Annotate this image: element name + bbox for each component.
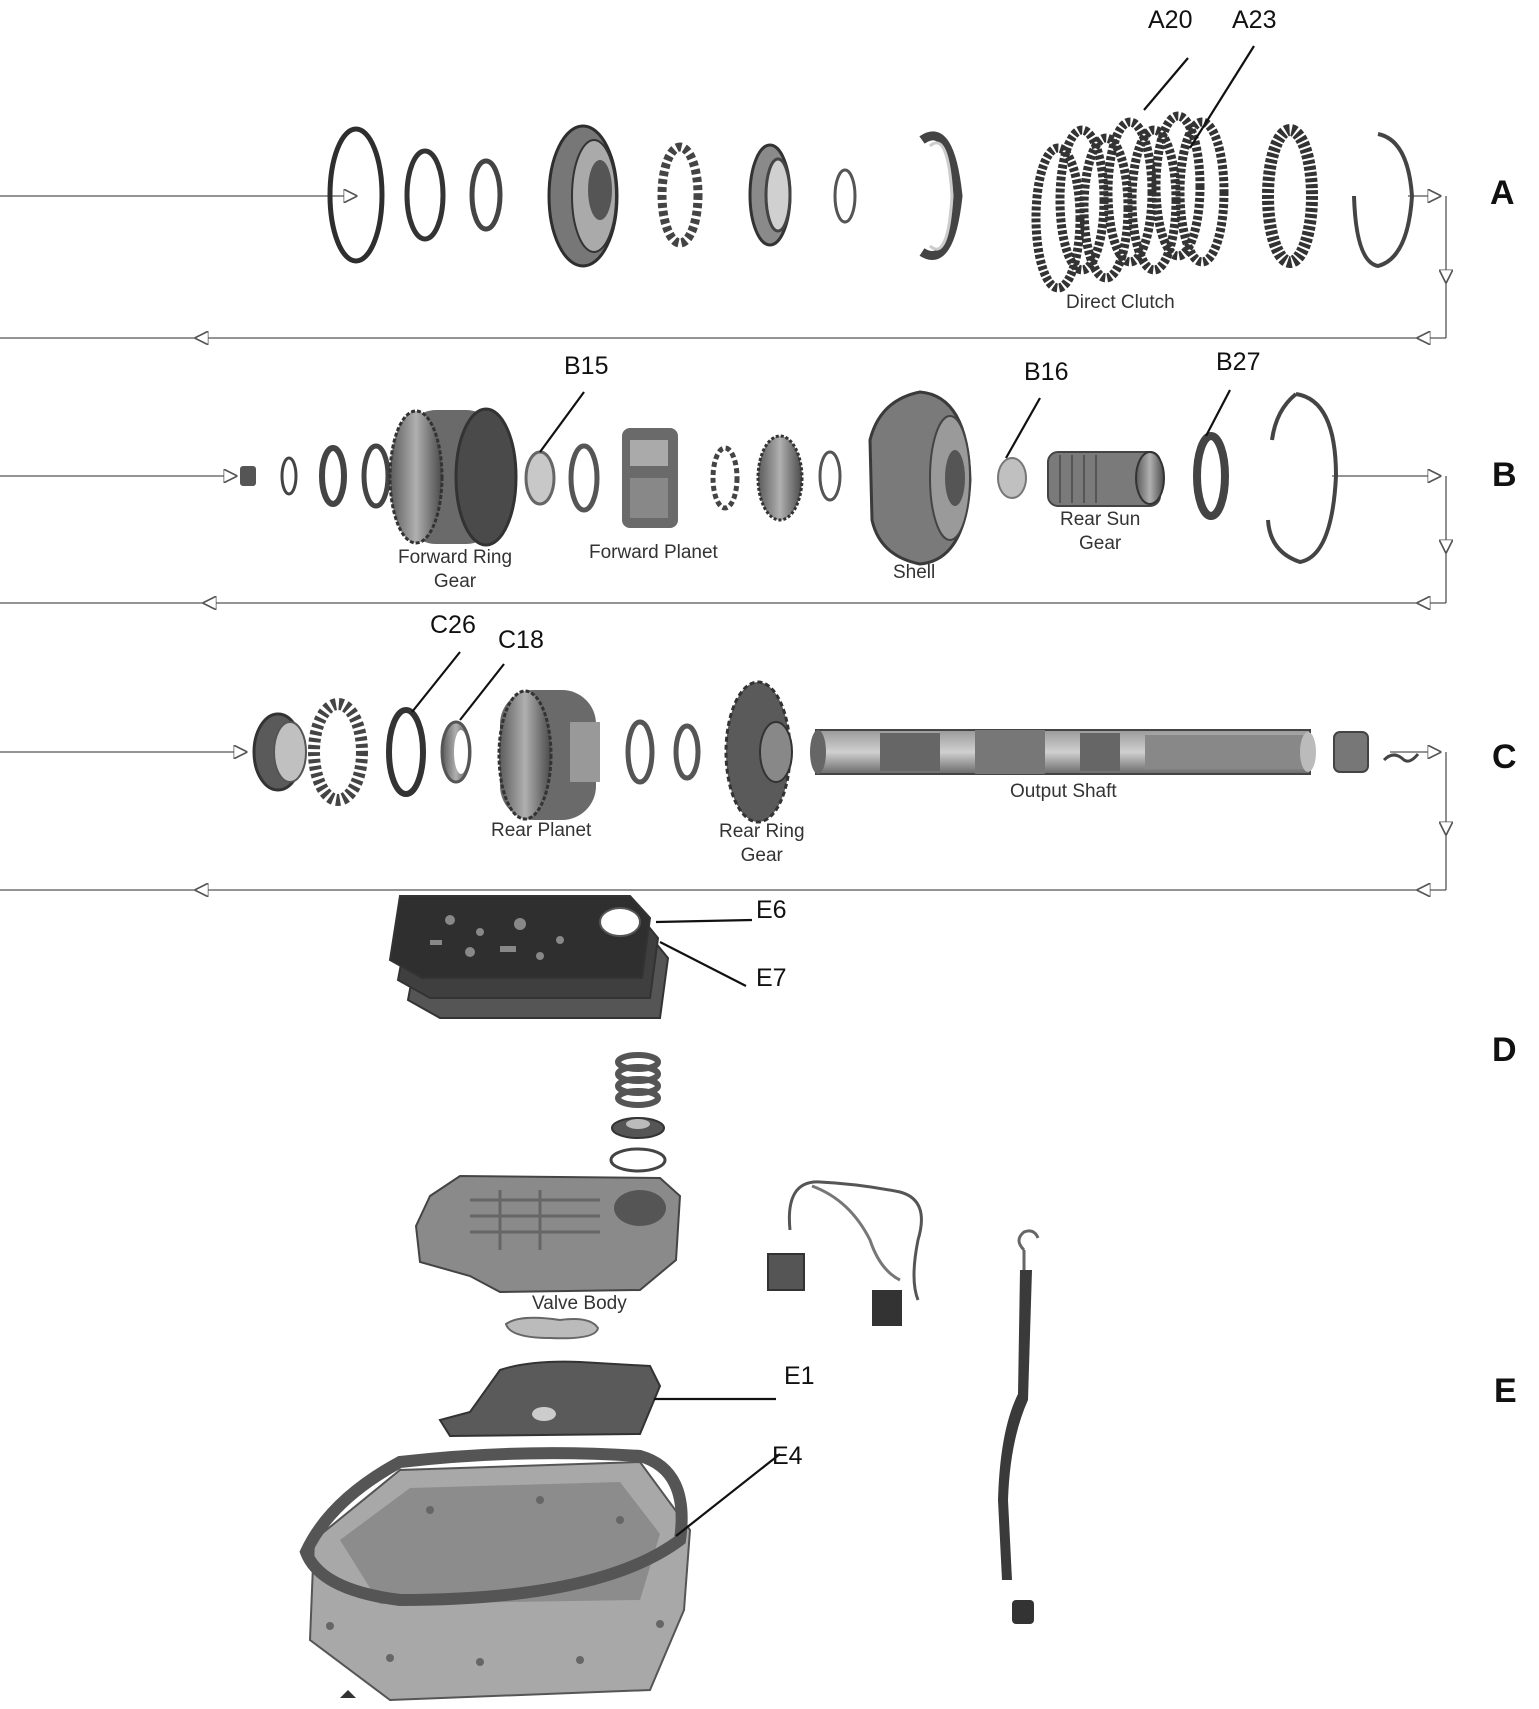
caption-rear-ring-gear: Rear Ring Gear [719, 820, 805, 868]
row-label-b: B [1492, 458, 1517, 492]
callout-b16: B16 [1024, 360, 1068, 385]
callout-e1: E1 [784, 1364, 815, 1389]
caption-forward-planet: Forward Planet [589, 541, 718, 565]
row-de-parts [306, 896, 1038, 1700]
callout-a23: A23 [1232, 8, 1276, 33]
flow-lines [0, 196, 1446, 890]
callout-b27: B27 [1216, 350, 1260, 375]
callout-e6: E6 [756, 898, 787, 923]
callout-a20: A20 [1148, 8, 1192, 33]
caption-direct-clutch: Direct Clutch [1066, 291, 1175, 315]
callout-e4: E4 [772, 1444, 803, 1469]
callout-e7: E7 [756, 966, 787, 991]
row-label-a: A [1490, 176, 1515, 210]
row-a-parts [330, 116, 1412, 288]
caption-forward-ring-gear: Forward Ring Gear [398, 546, 512, 594]
row-label-e: E [1494, 1374, 1517, 1408]
callout-c18: C18 [498, 628, 544, 653]
caption-valve-body: Valve Body [532, 1292, 627, 1316]
caption-rear-planet: Rear Planet [491, 819, 591, 843]
row-label-d: D [1492, 1033, 1517, 1067]
row-b-parts [240, 392, 1336, 564]
row-label-c: C [1492, 740, 1517, 774]
caption-output-shaft: Output Shaft [1010, 780, 1117, 804]
caption-rear-sun-gear: Rear Sun Gear [1060, 508, 1140, 556]
callout-b15: B15 [564, 354, 608, 379]
callout-c26: C26 [430, 613, 476, 638]
row-c-parts [254, 682, 1418, 822]
caption-shell: Shell [893, 561, 935, 585]
